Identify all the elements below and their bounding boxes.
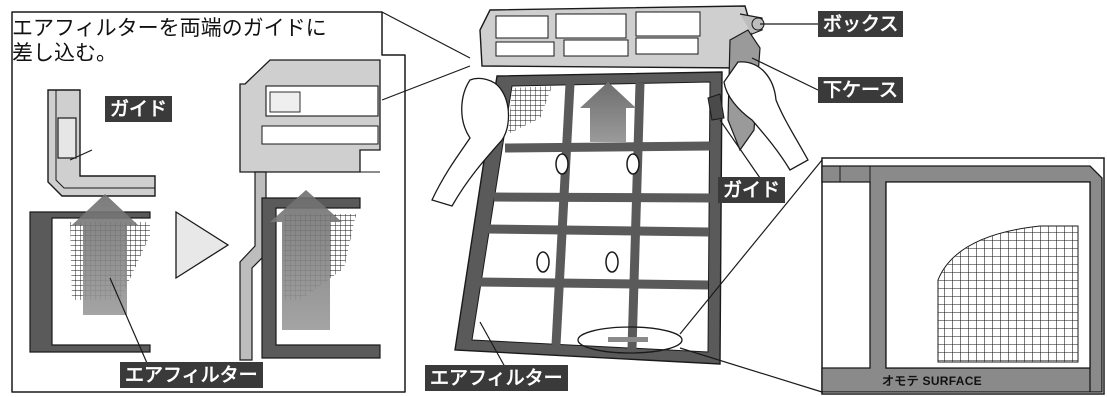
instruction-line-1: エアフィルターを両端のガイドに [12,16,327,40]
label-lower-case: 下ケース [818,77,904,103]
filter-left-leader [109,277,151,371]
guide-left-leader [69,149,93,161]
surface-detail-inset [679,157,1105,395]
main-illustration [431,5,809,365]
surface-mark-highlight [577,326,683,354]
instruction-line-2: 差し込む。 [12,41,117,65]
next-step-triangle [175,210,230,280]
label-box: ボックス [818,11,904,37]
label-guide-left: ガイド [105,96,173,122]
guide-detail-before [29,89,156,353]
callout-line-bottom [381,65,471,101]
callout-line-top [381,11,471,59]
guide-detail-after [239,59,381,361]
label-guide-right: ガイド [718,177,786,203]
left-hand [431,77,510,207]
insert-direction-arrow [580,82,636,142]
label-filter-center: エアフィルター [425,365,568,391]
box-housing [479,5,765,69]
instruction-text: エアフィルターを両端のガイドに 差し込む。 [12,16,392,66]
lower-case-leader [751,57,819,91]
label-filter-left: エアフィルター [120,362,263,388]
right-hand [723,61,809,171]
guide-right-leader [719,119,761,179]
air-filter-main [454,71,723,365]
surface-mark-text: オモテ SURFACE [882,374,982,388]
